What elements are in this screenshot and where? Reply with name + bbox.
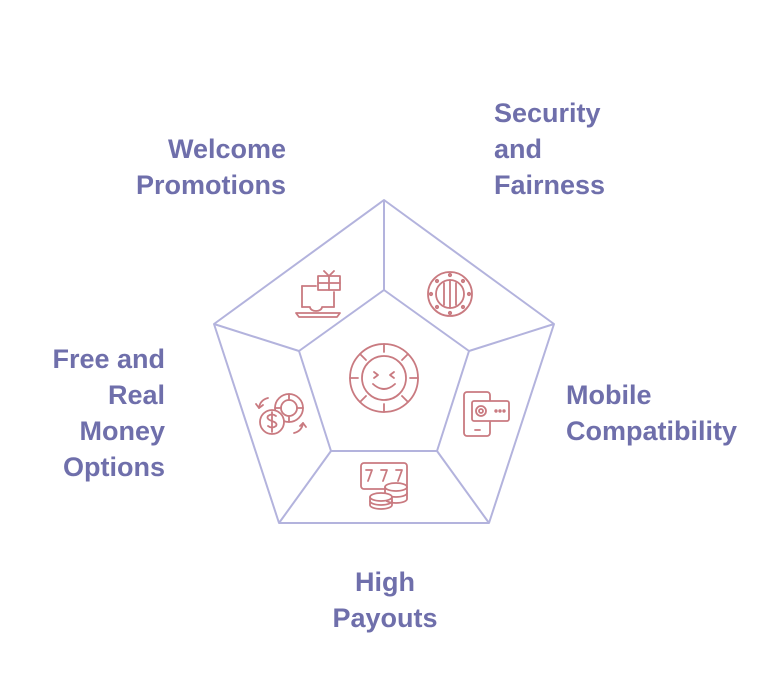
label-mobile-compatibility: Mobile Compatibility [566,380,738,446]
slot-coins-icon [360,462,408,510]
vault-shield-icon [427,271,473,317]
casino-chip-smile-icon [349,343,419,413]
label-security-fairness: Security and Fairness [494,98,606,200]
outer-pentagon [213,199,555,524]
label-welcome-promotions: Welcome Promotions [135,134,286,200]
spoke-bottom-right [436,450,490,524]
label-free-real-money: Free and Real Money Options [52,344,165,482]
spoke-left [213,323,300,352]
mobile-card-icon [463,391,510,437]
spoke-right [468,323,555,352]
laptop-gift-icon [295,270,341,318]
inner-pentagon [298,289,470,452]
spoke-bottom-left [278,450,332,524]
label-high-payouts: High Payouts [332,567,438,633]
icons [255,270,510,510]
pentagon-outline [213,199,555,524]
chip-dollar-exchange-icon [255,393,307,435]
